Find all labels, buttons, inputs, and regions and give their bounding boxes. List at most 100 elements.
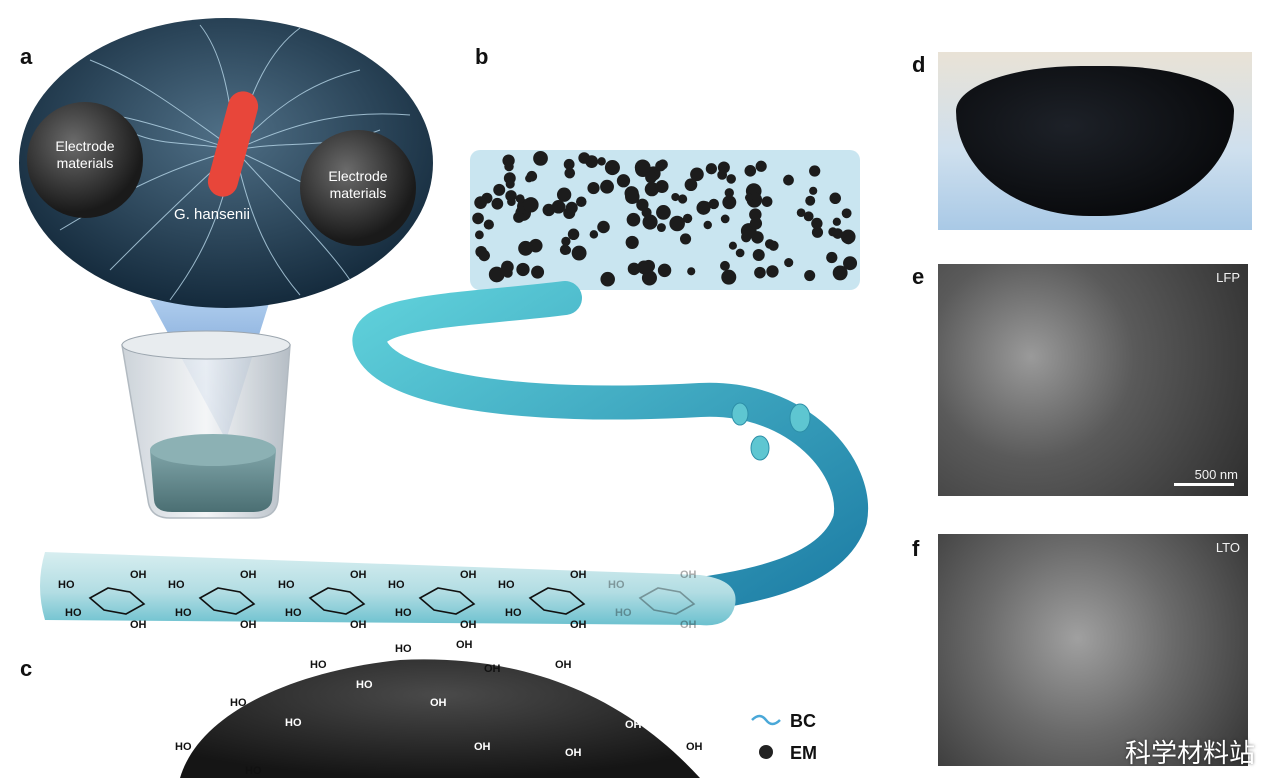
chain-hydroxyl-labels: HOHOOHOHHOHOOHOHHOHOOHOHHOHOOHOHHOHOOHOH… <box>58 569 697 631</box>
hydroxyl-label: HO <box>388 579 405 591</box>
em-particle <box>720 260 730 271</box>
beaker-liquid <box>150 450 276 512</box>
em-particle <box>575 196 587 208</box>
electrode-surface <box>180 659 700 778</box>
panel-label-e: e <box>912 264 925 289</box>
em-particle <box>809 165 821 177</box>
fiber-strand-ends <box>731 402 811 461</box>
em-particle <box>803 211 814 222</box>
em-particle <box>671 192 680 202</box>
hydroxyl-label: OH <box>130 569 147 581</box>
em-particle <box>728 241 737 250</box>
em-particle <box>531 265 545 279</box>
liquid-surface <box>150 434 276 466</box>
em-particle <box>625 235 639 250</box>
surface-hydroxyl-label: OH <box>555 659 572 671</box>
surface-hydroxyl-label: HO <box>356 679 373 691</box>
em-particle <box>604 160 620 176</box>
em-particle <box>523 197 539 213</box>
glucose-ring <box>308 587 366 615</box>
em-particle <box>804 270 816 282</box>
hydroxyl-label: OH <box>130 619 147 631</box>
em-particle <box>657 206 671 220</box>
em-particle <box>526 170 538 182</box>
em-particle <box>634 159 651 176</box>
glucose-ring <box>528 587 586 615</box>
scale-bar <box>1174 483 1234 486</box>
cellulose-chain-tube <box>40 552 736 626</box>
bacterium-label: G. hansenii <box>174 206 250 223</box>
em-particle <box>493 183 506 196</box>
em-particle <box>805 195 816 206</box>
em-particle <box>684 178 698 192</box>
hydroxyl-label: OH <box>350 569 367 581</box>
surface-hydroxyl-label: OH <box>474 741 491 753</box>
em-particle <box>488 266 505 283</box>
em-particle <box>766 265 779 278</box>
hydroxyl-label: OH <box>570 619 587 631</box>
sem-image-lfp: LFP 500 nm <box>938 264 1248 496</box>
em-particle <box>589 230 599 239</box>
em-particle <box>755 160 767 172</box>
bacterium-cell <box>207 91 259 197</box>
em-particle <box>720 214 730 224</box>
em-particle <box>533 151 548 166</box>
em-particle <box>563 158 575 170</box>
em-particle <box>597 157 606 166</box>
em-particle <box>567 228 580 241</box>
em-particle <box>513 211 525 223</box>
panel-label-c: c <box>20 656 33 681</box>
em-particle <box>645 171 657 184</box>
em-particle <box>627 262 641 276</box>
legend-em-dot-icon <box>759 745 773 759</box>
em-particle <box>811 226 824 238</box>
em-particle <box>687 267 696 276</box>
em-particle <box>478 249 490 262</box>
em-particle <box>829 192 841 205</box>
surface-hydroxyl-label: HO <box>245 765 262 777</box>
em-particle <box>518 240 533 256</box>
legend-em-label: EM <box>790 743 817 763</box>
em-particle <box>761 196 773 208</box>
panel-label-f: f <box>912 536 920 561</box>
watermark-text: 科学材料站 <box>1124 739 1255 769</box>
em-particle <box>705 163 717 175</box>
em-particle <box>645 260 655 270</box>
em-particle <box>491 197 504 210</box>
em-particle <box>600 179 614 194</box>
em-particle <box>626 212 641 227</box>
legend: BC EM <box>751 711 817 763</box>
em-particle <box>502 267 513 278</box>
em-particle <box>507 197 516 207</box>
em-particle <box>701 201 711 210</box>
em-particle <box>828 227 838 237</box>
film-sample <box>956 66 1234 216</box>
hydroxyl-label: HO <box>278 579 295 591</box>
cellulose-fiber-ribbon <box>352 281 869 617</box>
glucose-ring <box>638 587 696 615</box>
bc-em-film-photo <box>938 52 1252 230</box>
em-particle <box>832 217 841 226</box>
hydroxyl-label: HO <box>168 579 185 591</box>
hydroxyl-label: OH <box>350 619 367 631</box>
em-particle <box>564 167 576 179</box>
em-particle <box>744 193 754 202</box>
em-particle <box>483 219 494 230</box>
em-particle <box>752 249 765 262</box>
em-particle <box>708 198 719 210</box>
em-particle <box>515 194 525 204</box>
hydroxyl-label: OH <box>460 619 477 631</box>
em-particle <box>474 196 487 209</box>
electrode-particle-left <box>27 102 143 218</box>
surface-hydroxyl-label: HO <box>175 741 192 753</box>
em-particle <box>559 244 571 255</box>
legend-bc-wave-icon <box>751 714 781 726</box>
surface-hydroxyl-label: HO <box>285 717 302 729</box>
em-particle <box>600 271 615 287</box>
hydroxyl-label: HO <box>608 579 625 591</box>
em-particle <box>722 195 737 210</box>
electrode-label-right-line1: Electrode <box>328 168 388 184</box>
electrode-label-right: Electrode materials <box>312 168 404 202</box>
